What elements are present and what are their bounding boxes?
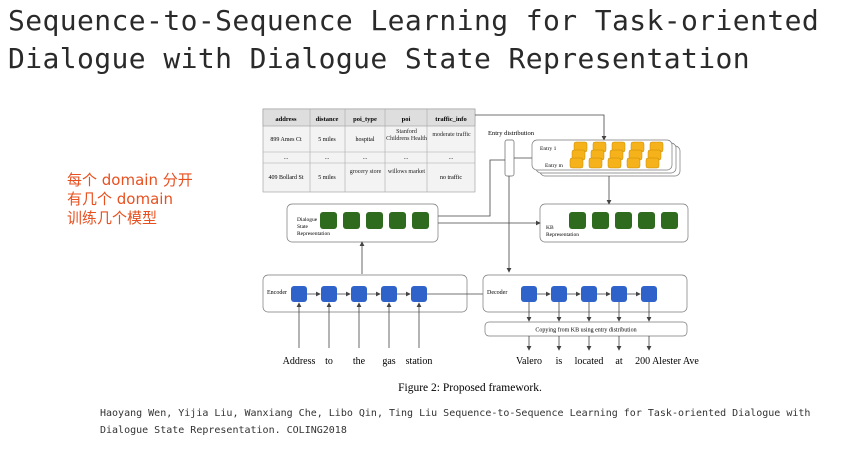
- kb-cell: grocery store: [349, 169, 382, 175]
- dsr-label-line: Dialogue: [297, 217, 318, 223]
- annotation-note: 每个 domain 分开 有几个 domain 训练几个模型: [67, 171, 237, 228]
- entry-1-label: Entry 1: [540, 146, 557, 152]
- decoder-label: Decoder: [487, 290, 507, 296]
- input-token: the: [353, 356, 366, 367]
- kb-cell: 409 Bollard St: [268, 175, 303, 181]
- figure-caption: Figure 2: Proposed framework.: [398, 382, 542, 394]
- kb-cell: 899 Ames Ct: [270, 137, 302, 143]
- encoder-block: Encoder: [262, 274, 468, 313]
- dialogue-state-representation: Dialogue State Representation: [286, 203, 439, 243]
- input-token: gas: [382, 356, 395, 367]
- kb-cell: 5 miles: [318, 175, 336, 181]
- kb-cell: hospital: [356, 137, 375, 143]
- kbr-label-line: Representation: [546, 232, 579, 238]
- kb-cell: 5 miles: [318, 137, 336, 143]
- kb-header-poi-type: poi_type: [353, 116, 377, 123]
- copy-label: Copying from KB using entry distribution: [535, 327, 636, 334]
- citation-line-1: Haoyang Wen, Yijia Liu, Wanxiang Che, Li…: [100, 408, 811, 419]
- slide-title-line-1: Sequence-to-Sequence Learning for Task-o…: [8, 4, 820, 37]
- kb-entries: Entry 1 Entry m: [531, 139, 681, 177]
- kb-header-traffic-info: traffic_info: [435, 116, 466, 123]
- entry-distribution-bar: [504, 139, 515, 177]
- kb-cell-wrap: moderate traffic: [432, 132, 471, 138]
- dsr-label-line: Representation: [297, 231, 330, 237]
- output-token: located: [575, 356, 604, 367]
- kb-cell: ...: [404, 155, 409, 161]
- kb-cell-wrap: grocery store: [349, 169, 382, 175]
- kb-cell-wrap: Stanford Childrens Health: [386, 129, 427, 142]
- kb-cell: willows market: [387, 169, 426, 175]
- encoder-label: Encoder: [267, 290, 287, 296]
- dsr-label-line: State: [297, 224, 309, 230]
- copy-block: Copying from KB using entry distribution: [484, 321, 688, 337]
- output-token: is: [556, 356, 563, 367]
- kbr-label-line: KB: [546, 225, 554, 231]
- slide-title-line-2: Dialogue with Dialogue State Representat…: [8, 42, 751, 75]
- kb-cell: Stanford Childrens Health: [386, 129, 427, 142]
- kb-representation: KB Representation: [539, 203, 689, 243]
- output-token: Valero: [516, 356, 542, 367]
- kb-cell: no traffic: [440, 174, 462, 181]
- entry-distribution-label: Entry distribution: [488, 130, 535, 137]
- input-token: to: [325, 356, 333, 367]
- citation: Haoyang Wen, Yijia Liu, Wanxiang Che, Li…: [100, 405, 855, 439]
- kb-cell: moderate traffic: [432, 132, 471, 138]
- entry-m-label: Entry m: [545, 163, 564, 169]
- kb-cell-wrap: willows market: [387, 169, 426, 175]
- kb-header-distance: distance: [316, 116, 339, 123]
- kb-cell: ...: [449, 155, 454, 161]
- kb-header-address: address: [275, 116, 297, 123]
- note-line-1: 每个 domain 分开: [67, 171, 193, 189]
- input-token: station: [406, 356, 433, 367]
- kb-header-poi: poi: [402, 116, 411, 123]
- input-token: Address: [283, 356, 316, 367]
- kb-cell: ...: [284, 155, 289, 161]
- note-line-3: 训练几个模型: [67, 209, 158, 227]
- kb-cell: ...: [363, 155, 368, 161]
- slide-title: Sequence-to-Sequence Learning for Task-o…: [8, 2, 853, 78]
- note-line-2: 有几个 domain: [67, 190, 173, 208]
- kb-table: address distance poi_type poi traffic_in…: [262, 108, 476, 193]
- output-token: at: [615, 356, 622, 367]
- kb-cell: ...: [325, 155, 330, 161]
- decoder-block: Decoder: [482, 274, 688, 313]
- output-token: 200 Alester Ave: [635, 356, 699, 367]
- citation-line-2: Dialogue State Representation. COLING201…: [100, 425, 347, 436]
